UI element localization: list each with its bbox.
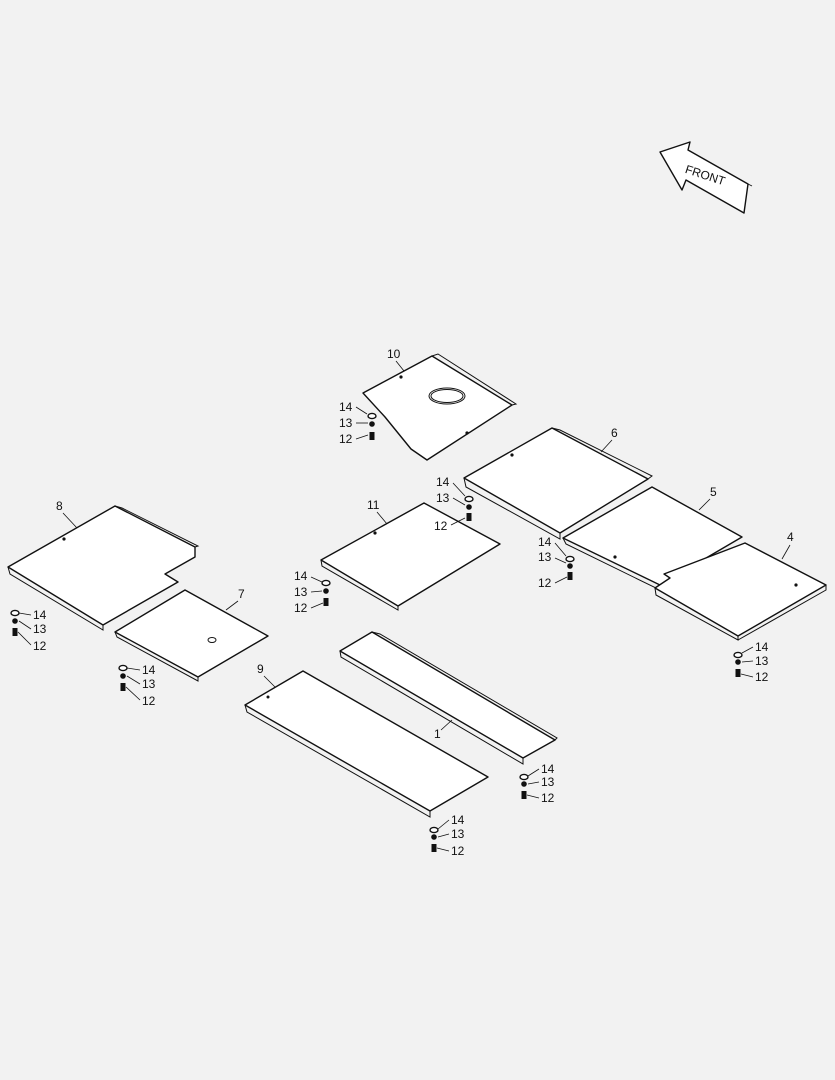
callout-9: 9	[257, 662, 264, 676]
callout-7: 7	[238, 587, 245, 601]
hw-callouts-6: 14 13 12	[434, 475, 466, 533]
hardware-callout-label: 12	[339, 432, 353, 446]
hardware-callouts: 14 13 12 14 13 12 14 13 12 14 13 12 14 1…	[17, 400, 769, 858]
hardware-callout-label: 13	[142, 677, 156, 691]
callout-11: 11	[367, 498, 380, 512]
hardware-callout-label: 14	[33, 608, 47, 622]
hardware-callout-label: 14	[436, 475, 450, 489]
panel-8	[7, 505, 200, 631]
hw-callouts-8: 14 13 12	[17, 608, 47, 653]
panel-9	[244, 670, 489, 818]
fastener-stack-8	[10, 609, 20, 636]
hardware-callout-label: 14	[538, 535, 552, 549]
hardware-callout-label: 13	[294, 585, 308, 599]
hardware-callout-label: 12	[755, 670, 769, 684]
hardware-callout-label: 14	[339, 400, 353, 414]
hardware-callout-label: 12	[294, 601, 308, 615]
hardware-callout-label: 14	[755, 640, 769, 654]
callout-10: 10	[387, 347, 401, 361]
hw-callouts-7: 14 13 12	[125, 663, 156, 708]
fastener-stack-1	[519, 773, 529, 799]
hw-callouts-4: 14 13 12	[740, 640, 769, 684]
hardware-callout-label: 14	[541, 762, 555, 776]
hardware-callout-label: 12	[33, 639, 47, 653]
fastener-stack-7	[118, 664, 128, 691]
hardware-callout-label: 13	[538, 550, 552, 564]
hw-callouts-10: 14 13 12	[339, 400, 369, 446]
fastener-stack-9	[429, 826, 439, 852]
hardware-callout-label: 14	[294, 569, 308, 583]
fastener-stack-4	[733, 651, 743, 677]
hardware-callout-label: 12	[142, 694, 156, 708]
hardware-callout-label: 12	[434, 519, 448, 533]
hardware-callout-label: 12	[541, 791, 555, 805]
hardware-callout-label: 13	[33, 622, 47, 636]
hardware-callout-label: 13	[541, 775, 555, 789]
hardware-callout-label: 13	[755, 654, 769, 668]
hardware-callout-label: 13	[339, 416, 353, 430]
callout-4: 4	[787, 530, 794, 544]
hw-callouts-5: 14 13 12	[538, 535, 568, 590]
fastener-stack-5	[565, 555, 575, 580]
fastener-stack-10	[367, 412, 377, 440]
hardware-callout-label: 14	[451, 813, 465, 827]
panel-11	[320, 502, 501, 611]
hardware-callout-label: 14	[142, 663, 156, 677]
hw-callouts-1: 14 13 12	[526, 762, 555, 805]
hw-callouts-9: 14 13 12	[436, 813, 465, 858]
fastener-stack-11	[321, 579, 331, 606]
hardware-callout-label: 13	[436, 491, 450, 505]
panel-7	[114, 589, 269, 682]
hardware-callout-label: 12	[451, 844, 465, 858]
callout-6: 6	[611, 426, 618, 440]
panel-6	[463, 427, 653, 540]
fastener-stack-6	[464, 495, 474, 521]
panel-4	[654, 542, 827, 641]
callout-1: 1	[434, 727, 441, 741]
callout-5: 5	[710, 485, 717, 499]
front-arrow: FRONT	[659, 141, 753, 214]
panel-1	[339, 631, 558, 765]
callout-8: 8	[56, 499, 63, 513]
hw-callouts-11: 14 13 12	[294, 569, 324, 615]
panel-10	[362, 353, 518, 461]
hardware-callout-label: 13	[451, 827, 465, 841]
part-callouts: 10 6 5 4 11 8 7 9 1	[56, 347, 794, 741]
hardware-callout-label: 12	[538, 576, 552, 590]
